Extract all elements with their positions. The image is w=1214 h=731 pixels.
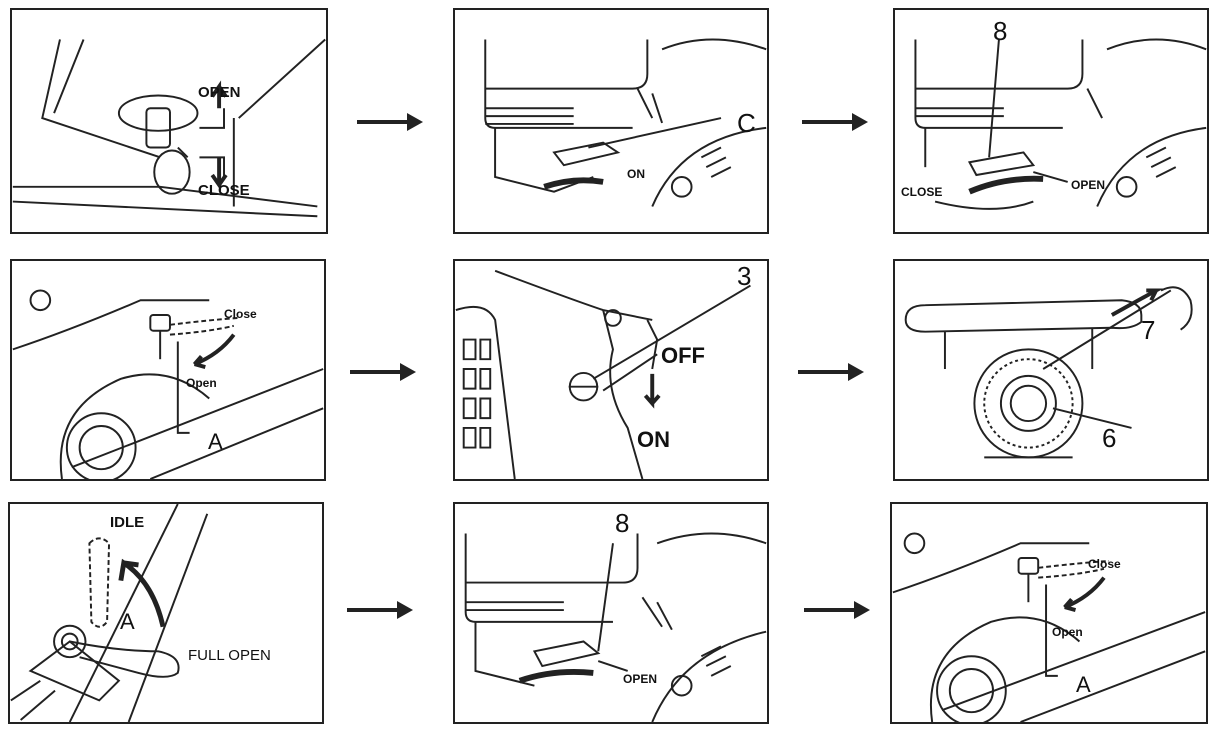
step-7-panel: IDLE A FULL OPEN (8, 502, 324, 724)
step-8-panel: 8 OPEN (453, 502, 769, 724)
next-step-arrow (804, 601, 870, 619)
part-8-label: 8 (615, 508, 630, 538)
step-6-panel: 7 6 (893, 259, 1209, 481)
next-step-arrow (798, 363, 864, 381)
step-1-panel: OPEN CLOSE (10, 8, 328, 234)
close-label: CLOSE (901, 185, 943, 199)
close-label: Close (1088, 557, 1121, 571)
part-3-label: 3 (737, 261, 752, 291)
next-step-arrow (357, 113, 423, 131)
close-label: CLOSE (198, 182, 250, 199)
off-label: OFF (661, 343, 705, 368)
fuel-valve-icon (12, 38, 326, 218)
open-label: Open (1052, 625, 1083, 639)
part-7-label: 7 (1141, 315, 1156, 345)
open-label: OPEN (623, 672, 658, 686)
step-9-panel: Close Open A (890, 502, 1208, 724)
part-8-label: 8 (993, 16, 1008, 46)
part-a-label: A (120, 609, 135, 634)
part-c-label: C (737, 108, 756, 138)
on-label: ON (637, 427, 670, 452)
fuel-cock-icon (12, 289, 324, 479)
choke-lever-icon (484, 38, 767, 207)
full-open-label: FULL OPEN (188, 647, 271, 664)
step-3-panel: 8 CLOSE OPEN (893, 8, 1209, 234)
close-label: Close (224, 307, 257, 321)
on-label: ON (627, 167, 645, 181)
idle-label: IDLE (110, 514, 145, 531)
engine-switch-icon (455, 269, 751, 479)
open-label: Open (186, 376, 217, 390)
part-6-label: 6 (1102, 423, 1117, 453)
choke-lever-icon (914, 38, 1207, 210)
open-label: OPEN (198, 84, 241, 101)
step-4-panel: Close Open A (10, 259, 326, 481)
throttle-lever-icon (10, 504, 209, 722)
next-step-arrow (347, 601, 413, 619)
open-label: OPEN (1071, 178, 1106, 192)
next-step-arrow (802, 113, 868, 131)
part-a-label: A (1076, 672, 1091, 697)
step-5-panel: 3 OFF ON (453, 259, 769, 481)
part-a-label: A (208, 429, 223, 454)
choke-lever-icon (464, 532, 767, 722)
step-2-panel: C ON (453, 8, 769, 234)
fuel-cock-icon (892, 532, 1206, 722)
next-step-arrow (350, 363, 416, 381)
recoil-starter-icon (904, 286, 1193, 459)
